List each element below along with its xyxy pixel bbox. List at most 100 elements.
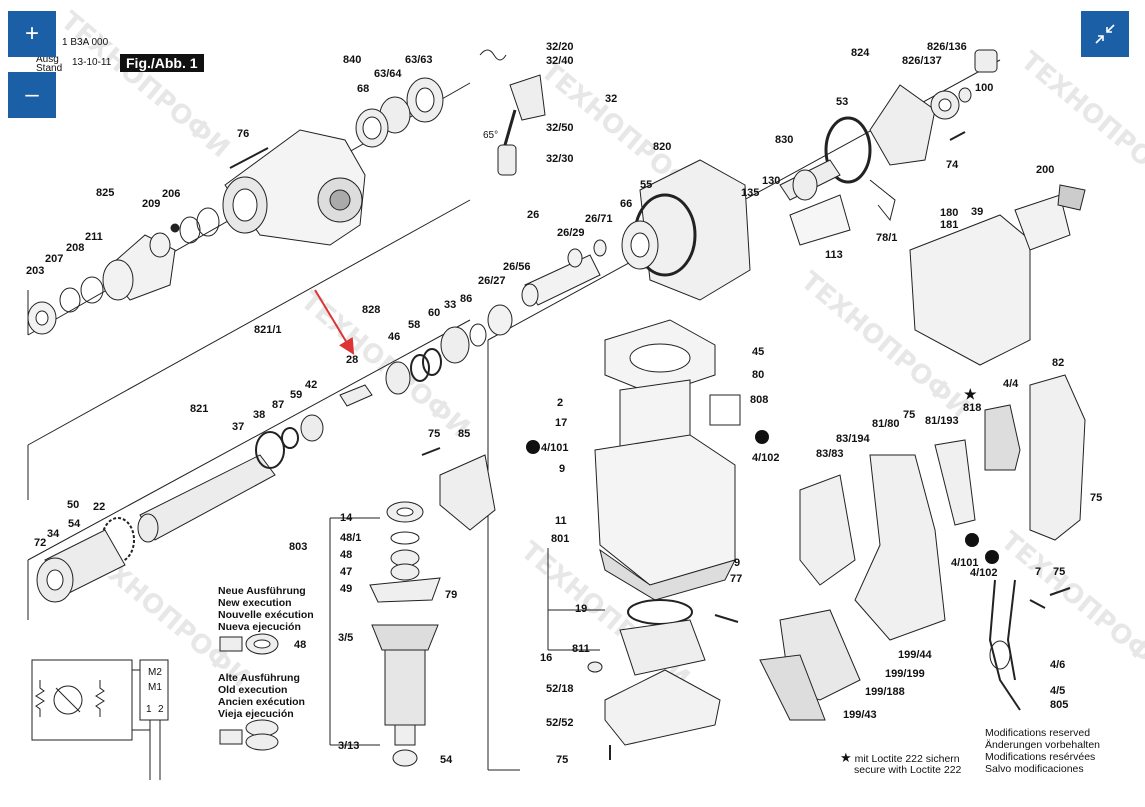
part-label: 59 xyxy=(290,389,302,401)
part-label: 4/101 xyxy=(541,442,569,454)
part-label: 63/63 xyxy=(405,54,433,66)
part-label: 83/83 xyxy=(816,448,844,460)
collapse-icon xyxy=(1095,24,1115,44)
doc-date: 13-10-11 xyxy=(72,57,112,68)
part-label: 75 xyxy=(903,409,915,421)
part-label: 16 xyxy=(540,652,552,664)
part-label: 46 xyxy=(388,331,400,343)
part-label: 32/20 xyxy=(546,41,574,53)
part-label: 100 xyxy=(975,82,993,94)
part-label: 209 xyxy=(142,198,160,210)
zoom-in-button[interactable]: + xyxy=(8,11,56,57)
part-label: 826/136 xyxy=(927,41,967,53)
part-label: 808 xyxy=(750,394,768,406)
part-label: 199/199 xyxy=(885,668,925,680)
part-label: 199/44 xyxy=(898,649,933,661)
part-label: 22 xyxy=(93,501,105,513)
loctite-note: ★ mit Loctite 222 sichern xyxy=(840,751,960,765)
part-label: 4/6 xyxy=(1050,659,1065,671)
zoom-in-icon: + xyxy=(24,20,39,47)
note-line: Ancien exécution xyxy=(218,696,305,708)
zoom-out-icon: – xyxy=(25,81,39,108)
screw-76 xyxy=(229,147,269,169)
part-label: 48 xyxy=(294,639,306,651)
part-label: 26 xyxy=(527,209,539,221)
part-label: 72 xyxy=(34,537,46,549)
part-label: 50 xyxy=(67,499,79,511)
part-label: 208 xyxy=(66,242,84,254)
part-label: 75 xyxy=(1090,492,1102,504)
note-line: Salvo modificaciones xyxy=(985,763,1084,775)
part-label: 82 xyxy=(1052,357,1064,369)
part-label: 826/137 xyxy=(902,55,942,67)
part-label: 26/56 xyxy=(503,261,531,273)
stand-label: Stand xyxy=(36,63,63,74)
part-label: 821/1 xyxy=(254,324,282,336)
part-label: 199/43 xyxy=(843,709,877,721)
part-label: 75 xyxy=(428,428,440,440)
power-cord xyxy=(988,579,1071,711)
part-label: 811 xyxy=(572,643,590,655)
callout-markers xyxy=(526,430,999,564)
leader-lines xyxy=(329,517,605,746)
part-label: 821 xyxy=(190,403,208,415)
part-label: 805 xyxy=(1050,699,1068,711)
doc-number: 1 B3A 000 xyxy=(62,37,109,48)
note-line: Änderungen vorbehalten xyxy=(985,739,1101,751)
note-line: New execution xyxy=(218,597,292,609)
part-label: 14 xyxy=(340,512,353,524)
part-label: 75 xyxy=(1053,566,1065,578)
part-label: 81/193 xyxy=(925,415,959,427)
exit-fullscreen-button[interactable] xyxy=(1081,11,1129,57)
part-label: 32/40 xyxy=(546,55,574,67)
zoom-out-button[interactable]: – xyxy=(8,72,56,118)
part-label: 3/5 xyxy=(338,632,353,644)
part-label: 49 xyxy=(340,583,352,595)
part-label: 83/194 xyxy=(836,433,871,445)
part-label: 26/71 xyxy=(585,213,613,225)
part-label: 54 xyxy=(68,518,81,530)
part-label: 32/30 xyxy=(546,153,574,165)
motor-housing xyxy=(594,319,741,601)
part-label: 135 xyxy=(741,187,759,199)
callout-b: b xyxy=(758,432,765,444)
part-label: 37 xyxy=(232,421,244,433)
cover-39 xyxy=(909,184,1086,366)
highlight-arrow xyxy=(314,289,355,355)
front-housing xyxy=(222,129,366,246)
part-label: 45 xyxy=(752,346,764,358)
new-execution-note: Neue Ausführung New execution Nouvelle e… xyxy=(218,585,314,633)
part-label: 52/18 xyxy=(546,683,574,695)
note-line: Neue Ausführung xyxy=(218,585,306,597)
note-line: Nueva ejecución xyxy=(218,621,301,633)
part-label: 47 xyxy=(340,566,352,578)
part-label: 79 xyxy=(445,589,457,601)
part-label: 52/52 xyxy=(546,717,574,729)
part-label: 4/101 xyxy=(951,557,979,569)
part-label: 42 xyxy=(305,379,317,391)
part-label: 38 xyxy=(253,409,265,421)
part-label: 34 xyxy=(47,528,60,540)
lever-32 xyxy=(479,49,546,176)
part-label: 824 xyxy=(851,47,870,59)
wiring-label: 2 xyxy=(158,704,164,715)
part-label: 4/4 xyxy=(1003,378,1019,390)
loctite-note-2: secure with Loctite 222 xyxy=(854,764,962,776)
brush-holder-85 xyxy=(421,447,496,531)
part-label: 58 xyxy=(408,319,420,331)
part-label: 200 xyxy=(1036,164,1054,176)
part-label: 113 xyxy=(825,249,843,261)
note-line: Modifications reserved xyxy=(985,727,1091,739)
wiring-diagram xyxy=(31,659,169,780)
part-label: 181 xyxy=(940,219,958,231)
part-label: 828 xyxy=(362,304,380,316)
gear-housing-820 xyxy=(621,159,751,301)
tool-holder-group xyxy=(27,207,220,335)
part-label: 78/1 xyxy=(876,232,897,244)
figure-label: Fig./Abb. 1 xyxy=(120,54,204,72)
part-label: 803 xyxy=(289,541,307,553)
part-label: 840 xyxy=(343,54,361,66)
part-labels: 840 63/63 63/64 68 76 825 209 206 211 20… xyxy=(26,41,1102,766)
part-label: 4/102 xyxy=(752,452,780,464)
part-label: 17 xyxy=(555,417,567,429)
